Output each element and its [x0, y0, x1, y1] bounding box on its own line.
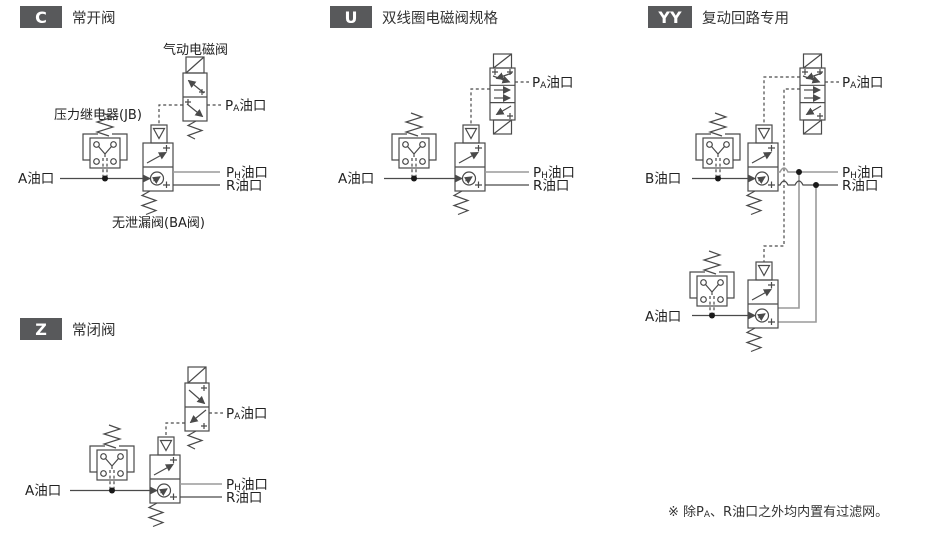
ph-port-line [778, 167, 838, 173]
ph-port-label: PH油口 [842, 165, 884, 181]
pressure-relay-symbol [391, 112, 437, 179]
section-c: C 常开阀 气动电磁阀 PA油口 压力继电器(JB) A油口 PH油口 R油口 … [18, 6, 268, 231]
ph-port-label: PH油口 [226, 477, 268, 493]
a-port-label: A油口 [338, 171, 374, 187]
section-u-badge [330, 6, 372, 28]
r-port-line [778, 180, 838, 186]
no-leak-valve-symbol-upper [747, 125, 778, 215]
ph-junction-dot [796, 169, 802, 175]
section-yy: YY 复动回路专用 PA油口 B油口 PH油口 R油口 A油口 [645, 6, 884, 352]
section-c-badge-letter: C [35, 8, 47, 27]
pa-port-label: PA油口 [842, 75, 883, 91]
section-yy-title: 复动回路专用 [702, 9, 789, 27]
section-yy-badge [648, 6, 692, 28]
solenoid-valve-label: 气动电磁阀 [163, 42, 228, 58]
ph-network [778, 167, 838, 323]
section-u-title: 双线圈电磁阀规格 [382, 10, 498, 27]
junction-dot [102, 175, 108, 182]
section-z-title: 常闭阀 [72, 322, 116, 339]
b-port-label: B油口 [645, 171, 681, 187]
ph-port-label: PH油口 [533, 165, 575, 181]
junction-dot [411, 175, 417, 182]
no-leak-valve-symbol [454, 125, 485, 215]
section-z-badge-letter: Z [35, 320, 47, 339]
a-port-label: A油口 [645, 309, 681, 325]
ph-port-label: PH油口 [226, 165, 268, 181]
solenoid-valve-symbol [185, 367, 209, 449]
pressure-relay-symbol [695, 112, 741, 179]
junction-dot [109, 487, 115, 494]
section-c-title: 常开阀 [72, 10, 116, 27]
pressure-relay-symbol [89, 424, 135, 491]
solenoid-valve-symbol [183, 57, 207, 139]
pa-port-label: PA油口 [226, 406, 267, 422]
a-port-label: A油口 [25, 483, 61, 499]
no-leak-valve-symbol [149, 437, 180, 527]
r-port-label: R油口 [842, 178, 878, 194]
ba-valve-label: 无泄漏阀(BA阀) [112, 215, 205, 231]
pa-port-label: PA油口 [225, 98, 266, 114]
pressure-relay-symbol-lower [689, 250, 735, 317]
pa-port-label: PA油口 [532, 75, 573, 91]
no-leak-valve-symbol [142, 125, 173, 215]
r-junction-dot [813, 182, 819, 188]
a-port-label: A油口 [18, 171, 54, 187]
pilot-dashed-line [470, 88, 490, 125]
section-z: Z 常闭阀 PA油口 A油口 PH油口 R油口 [20, 318, 268, 527]
r-port-label: R油口 [226, 178, 262, 194]
r-down-connector [778, 185, 817, 323]
double-coil-valve-symbol [800, 54, 825, 134]
junction-dot [715, 175, 721, 182]
section-yy-badge-letter: YY [657, 8, 682, 27]
section-z-badge [20, 318, 62, 340]
pilot-dashed-line [165, 422, 185, 437]
pilot-dashed-line [158, 104, 183, 125]
r-port-label: R油口 [226, 490, 262, 506]
ph-down-connector [778, 172, 800, 309]
double-coil-valve-symbol [490, 54, 515, 134]
section-u-badge-letter: U [345, 8, 358, 27]
diagram-linework: C 常开阀 气动电磁阀 PA油口 压力继电器(JB) A油口 PH油口 R油口 … [18, 6, 888, 527]
pilot-dashed-line-upper [763, 76, 800, 125]
footnote: ※ 除PA、R油口之外均内置有过滤网。 [668, 504, 888, 520]
pressure-relay-label: 压力继电器(JB) [54, 108, 142, 123]
no-leak-valve-symbol-lower [747, 262, 778, 352]
r-port-label: R油口 [533, 178, 569, 194]
pilot-dashed-line-lower [763, 88, 800, 262]
section-c-badge [20, 6, 62, 28]
section-u: U 双线圈电磁阀规格 PA油口 A油口 PH油口 R油口 [330, 6, 575, 215]
junction-dot-lower [709, 312, 715, 319]
